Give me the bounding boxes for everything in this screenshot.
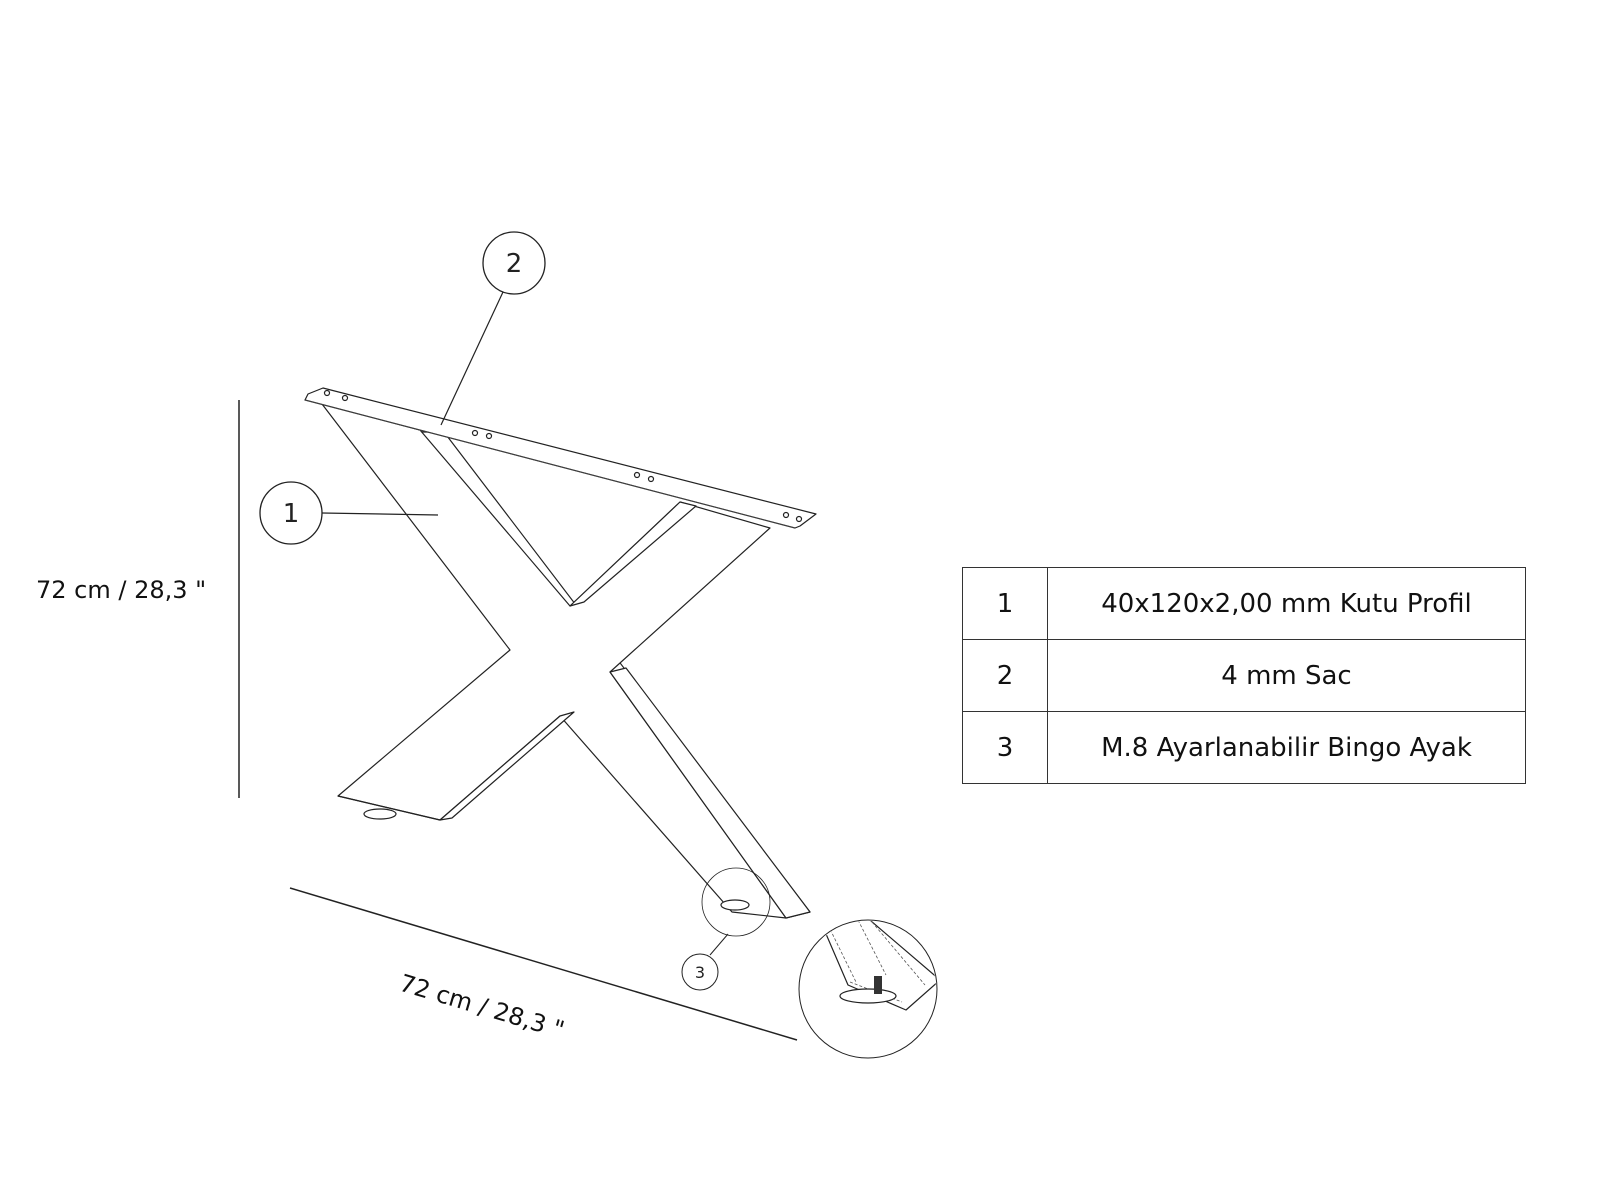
width-dimension-line: [289, 887, 798, 1041]
part-description-cell: 4 mm Sac: [1047, 639, 1526, 712]
height-dimension-label: 72 cm / 28,3 ": [36, 576, 206, 604]
detail-view-circle: [798, 919, 938, 1059]
plate-hole: [341, 394, 349, 402]
top-plate-edge: [304, 399, 796, 529]
x-profile-side-right: [609, 667, 811, 919]
right-adjustable-foot: [720, 899, 750, 911]
parts-list-table: 1 40x120x2,00 mm Kutu Profil 2 4 mm Sac …: [962, 567, 1526, 784]
detail-marker-circle: [701, 867, 771, 937]
left-foot-end: [337, 795, 441, 821]
plate-hole: [782, 511, 790, 519]
detail-m8-bolt: [874, 976, 882, 994]
callout-label-3: 3: [695, 963, 705, 982]
table-row: 2 4 mm Sac: [962, 639, 1526, 712]
callout-circle-3: [681, 953, 719, 991]
part-number-cell: 3: [962, 711, 1048, 784]
width-dimension-label: 72 cm / 28,3 ": [396, 969, 567, 1044]
table-row: 1 40x120x2,00 mm Kutu Profil: [962, 567, 1526, 640]
part-description-cell: 40x120x2,00 mm Kutu Profil: [1047, 567, 1526, 640]
foot-detail-view: [798, 919, 938, 1059]
left-adjustable-foot: [363, 808, 397, 820]
plate-hole: [647, 475, 655, 483]
plate-hole: [485, 432, 493, 440]
callout-leader-1: [321, 512, 439, 516]
part-number-cell: 2: [962, 639, 1048, 712]
plate-hole: [471, 429, 479, 437]
plate-hole: [633, 471, 641, 479]
x-profile-side-upper: [569, 501, 697, 607]
part-number-cell: 1: [962, 567, 1048, 640]
callout-circle-2: [482, 231, 546, 295]
plate-hole: [323, 389, 331, 397]
x-profile-body: [321, 403, 787, 919]
detail-foot-pad: [839, 988, 897, 1004]
table-row: 3 M.8 Ayarlanabilir Bingo Ayak: [962, 711, 1526, 784]
callout-leader-3: [709, 933, 729, 956]
callout-label-1: 1: [283, 499, 300, 529]
callout-label-2: 2: [506, 249, 523, 279]
plate-hole: [795, 515, 803, 523]
callout-leader-2: [440, 291, 504, 426]
part-description-cell: M.8 Ayarlanabilir Bingo Ayak: [1047, 711, 1526, 784]
x-profile-side-lower: [439, 711, 575, 821]
